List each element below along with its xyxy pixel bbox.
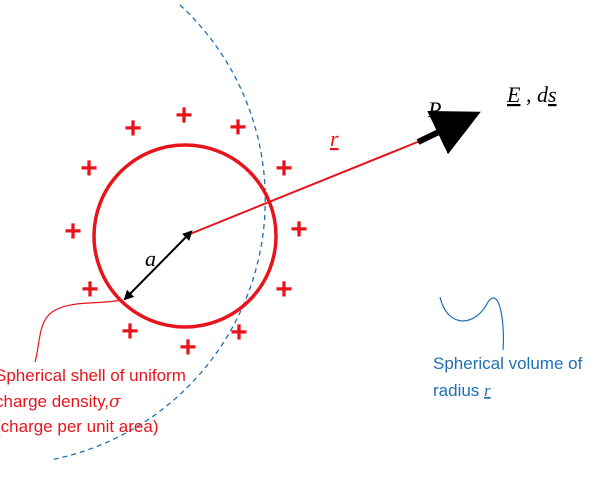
radius-r-label: r bbox=[330, 126, 339, 151]
plus-sign: + bbox=[80, 152, 98, 185]
plus-sign: + bbox=[229, 111, 247, 144]
plus-sign: + bbox=[175, 99, 193, 132]
volume-caption-line2: radius r bbox=[433, 381, 491, 400]
volume-caption-radius-text: radius bbox=[433, 381, 484, 400]
field-s-symbol: s bbox=[548, 82, 557, 107]
field-arrow bbox=[416, 110, 481, 155]
spherical-volume-boundary bbox=[49, 4, 266, 461]
plus-sign: + bbox=[121, 315, 139, 348]
radius-r-line bbox=[184, 140, 421, 237]
plus-sign: + bbox=[124, 112, 142, 145]
volume-r-symbol: r bbox=[484, 381, 491, 400]
plus-sign: + bbox=[275, 273, 293, 306]
plus-sign: + bbox=[290, 213, 308, 246]
radius-a-arrow bbox=[123, 230, 193, 301]
shell-caption-density-text: charge density, bbox=[0, 392, 109, 411]
shell-caption-line3: (charge per unit area) bbox=[0, 417, 158, 436]
plus-sign: + bbox=[230, 316, 248, 349]
field-e-symbol: E bbox=[506, 82, 521, 107]
radius-a-label: a bbox=[145, 246, 156, 271]
plus-sign: + bbox=[64, 215, 82, 248]
charged-spherical-shell bbox=[92, 143, 278, 329]
field-label: E , ds bbox=[506, 82, 557, 107]
volume-caption-line1: Spherical volume of bbox=[433, 354, 583, 373]
shell-caption-line2: charge density,σ bbox=[0, 392, 121, 412]
plus-sign: + bbox=[179, 331, 197, 364]
shell-caption-line1: Spherical shell of uniform bbox=[0, 366, 186, 385]
plus-sign: + bbox=[81, 273, 99, 306]
plus-sign: + bbox=[275, 152, 293, 185]
field-separator: , d bbox=[520, 82, 549, 107]
point-p-label: P bbox=[427, 97, 441, 122]
volume-caption-leader bbox=[439, 296, 504, 351]
shell-caption-leader bbox=[34, 299, 123, 363]
sigma-symbol: σ bbox=[109, 392, 121, 412]
